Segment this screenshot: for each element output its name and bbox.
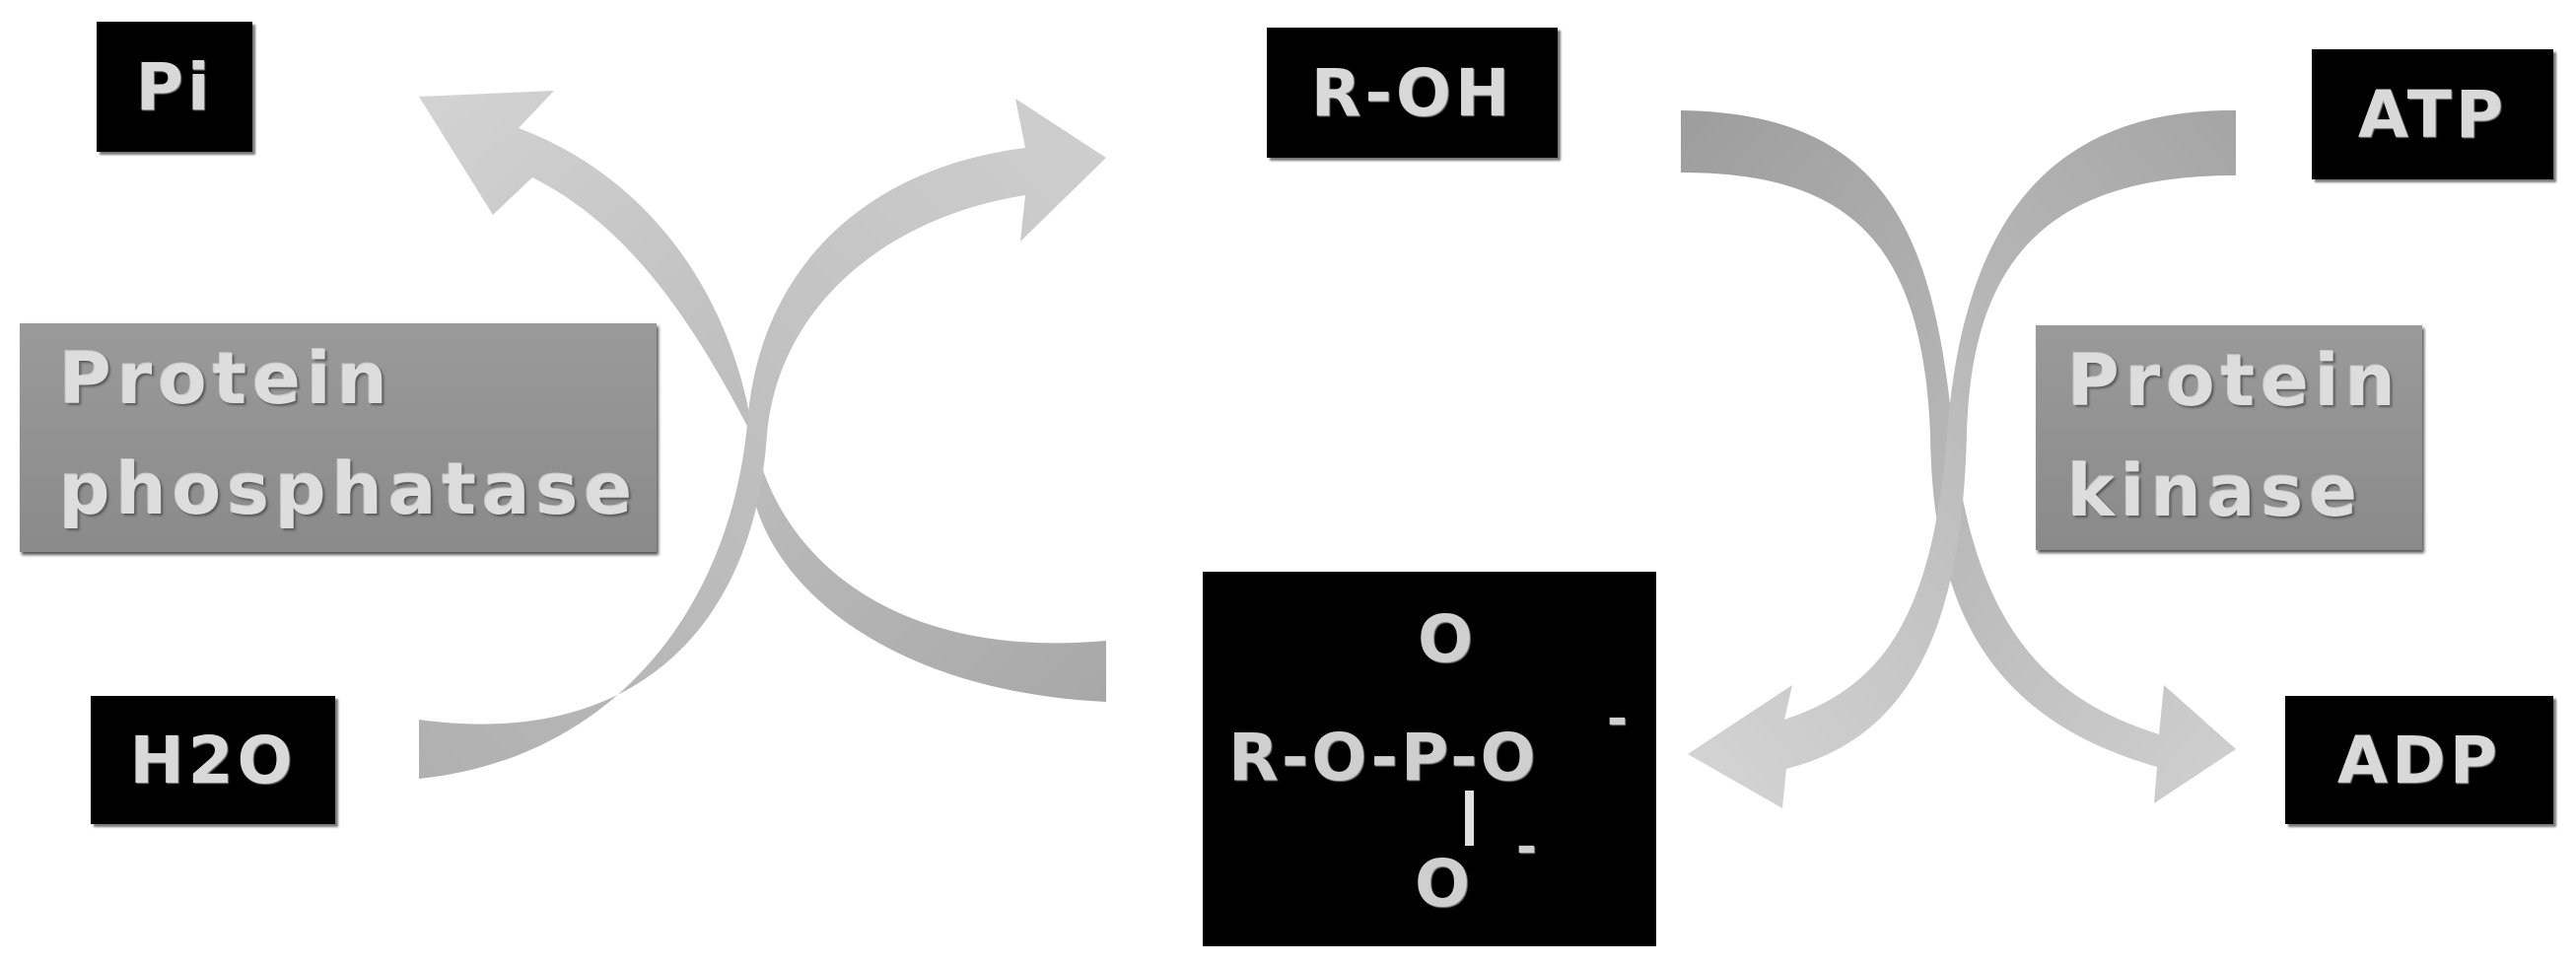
adp-label: ADP <box>2285 696 2553 824</box>
atp-text: ATP <box>2357 76 2508 153</box>
arrow-to-pi <box>419 91 1106 702</box>
arrow-to-r-oh <box>419 99 1106 779</box>
kinase-line-1: Protein <box>2067 339 2402 422</box>
phosphorylated-protein-structure: O R-O-P-O - O - <box>1203 572 1656 946</box>
h2o-label: H2O <box>91 696 335 824</box>
phosphate-ester-formula: R-O-P-O <box>1228 720 1539 795</box>
arrow-to-adp <box>1681 110 2236 803</box>
kinase-line-2: kinase <box>2067 449 2364 532</box>
arrow-to-product <box>1688 109 2236 809</box>
atp-label: ATP <box>2312 49 2553 179</box>
pi-label: Pi <box>97 22 252 152</box>
top-oxygen: O <box>1418 601 1477 677</box>
protein-phosphatase-label: Protein phosphatase <box>20 323 657 552</box>
phosphorus-oxygen-bond <box>1465 791 1474 846</box>
phosphatase-line-2: phosphatase <box>59 448 639 530</box>
r-oh-label: R-OH <box>1267 28 1558 158</box>
protein-kinase-label: Protein kinase <box>2036 325 2422 550</box>
phosphatase-line-1: Protein <box>59 337 393 420</box>
pi-text: Pi <box>135 48 214 125</box>
bottom-oxygen: O <box>1415 846 1474 922</box>
negative-charge-bottom: - <box>1516 818 1540 875</box>
negative-charge-right: - <box>1607 690 1631 747</box>
r-oh-text: R-OH <box>1310 54 1514 131</box>
h2o-text: H2O <box>129 722 297 798</box>
adp-text: ADP <box>2336 722 2502 798</box>
